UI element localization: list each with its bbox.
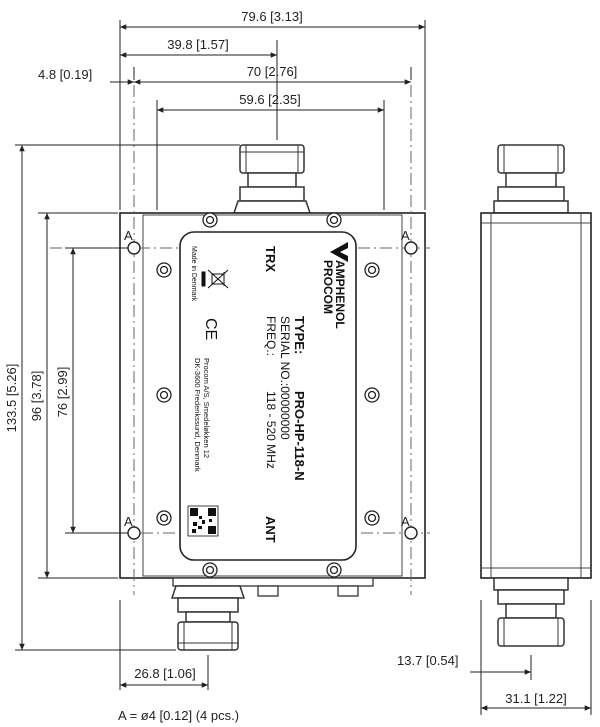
dim-overall-height: 133.5 [5.26] — [4, 364, 19, 433]
dim-hole-spacing-v: 76 [2.99] — [55, 367, 70, 418]
mounting-hole-icon — [404, 241, 418, 255]
side-body-outline — [480, 212, 592, 579]
hole-note: A = ø4 [0.12] (4 pcs.) — [118, 708, 239, 723]
brand-line2: PROCOM — [321, 260, 335, 314]
lid-screws — [156, 212, 380, 578]
ce-mark-icon: CE — [202, 318, 219, 340]
serial-number: SERIAL NO.:00000000 — [278, 316, 292, 440]
mounting-hole-icon — [404, 526, 418, 540]
amphenol-logo-icon — [330, 242, 348, 262]
bottom-n-connector-icon — [170, 585, 246, 651]
brand-line1: AMPHENOL — [333, 260, 347, 329]
dim-hole-spacing-h: 70 [2.76] — [247, 64, 298, 79]
dim-overall-width: 79.6 [3.13] — [241, 9, 302, 24]
hole-marker: A — [124, 514, 133, 529]
enclosure-inner — [142, 214, 403, 577]
type-label: TYPE: — [292, 316, 307, 354]
label-content: AMPHENOL PROCOM TRX ANT TYPE: PRO-HP-118… — [187, 242, 348, 543]
dim-hole-from-left: 39.8 [1.57] — [167, 37, 228, 52]
dim-side-connector-offset: 13.7 [0.54] — [397, 653, 458, 668]
mounting-hole-icon — [127, 241, 141, 255]
qr-code-icon — [187, 505, 219, 537]
made-in-label: Made in Denmark — [190, 246, 197, 302]
dim-side-depth: 31.1 [1.22] — [505, 691, 566, 706]
label-plate — [179, 231, 357, 561]
dimension-lines — [15, 20, 592, 715]
freq-label: FREQ.: — [264, 316, 278, 356]
dim-bottom-connector-offset: 26.8 [1.06] — [134, 666, 195, 681]
side-view — [480, 144, 592, 647]
type-value: PRO-HP-118-N — [292, 391, 307, 481]
address-line2: DK-3600 Frederikssund, Denmark — [193, 358, 202, 472]
port-label-trx: TRX — [263, 246, 278, 272]
side-top-connector-icon — [493, 144, 569, 214]
hole-marker: A — [401, 228, 410, 243]
hole-marker: A — [124, 228, 133, 243]
address-line1: Procom A/S, Smedeløkken 12 — [202, 358, 211, 458]
dim-left-offset: 4.8 [0.19] — [38, 67, 92, 82]
crossed-bin-icon — [201, 269, 229, 289]
top-n-connector-icon — [232, 144, 312, 214]
side-bottom-connector-icon — [493, 577, 569, 647]
port-label-ant: ANT — [263, 516, 278, 543]
dim-body-height: 96 [3.78] — [29, 371, 44, 422]
front-view: A A A A AMPHENOL PROCOM — [50, 85, 430, 651]
freq-value: 118 - 520 MHz — [264, 391, 278, 469]
dim-body-width: 59.6 [2.35] — [239, 92, 300, 107]
hole-marker: A — [401, 514, 410, 529]
